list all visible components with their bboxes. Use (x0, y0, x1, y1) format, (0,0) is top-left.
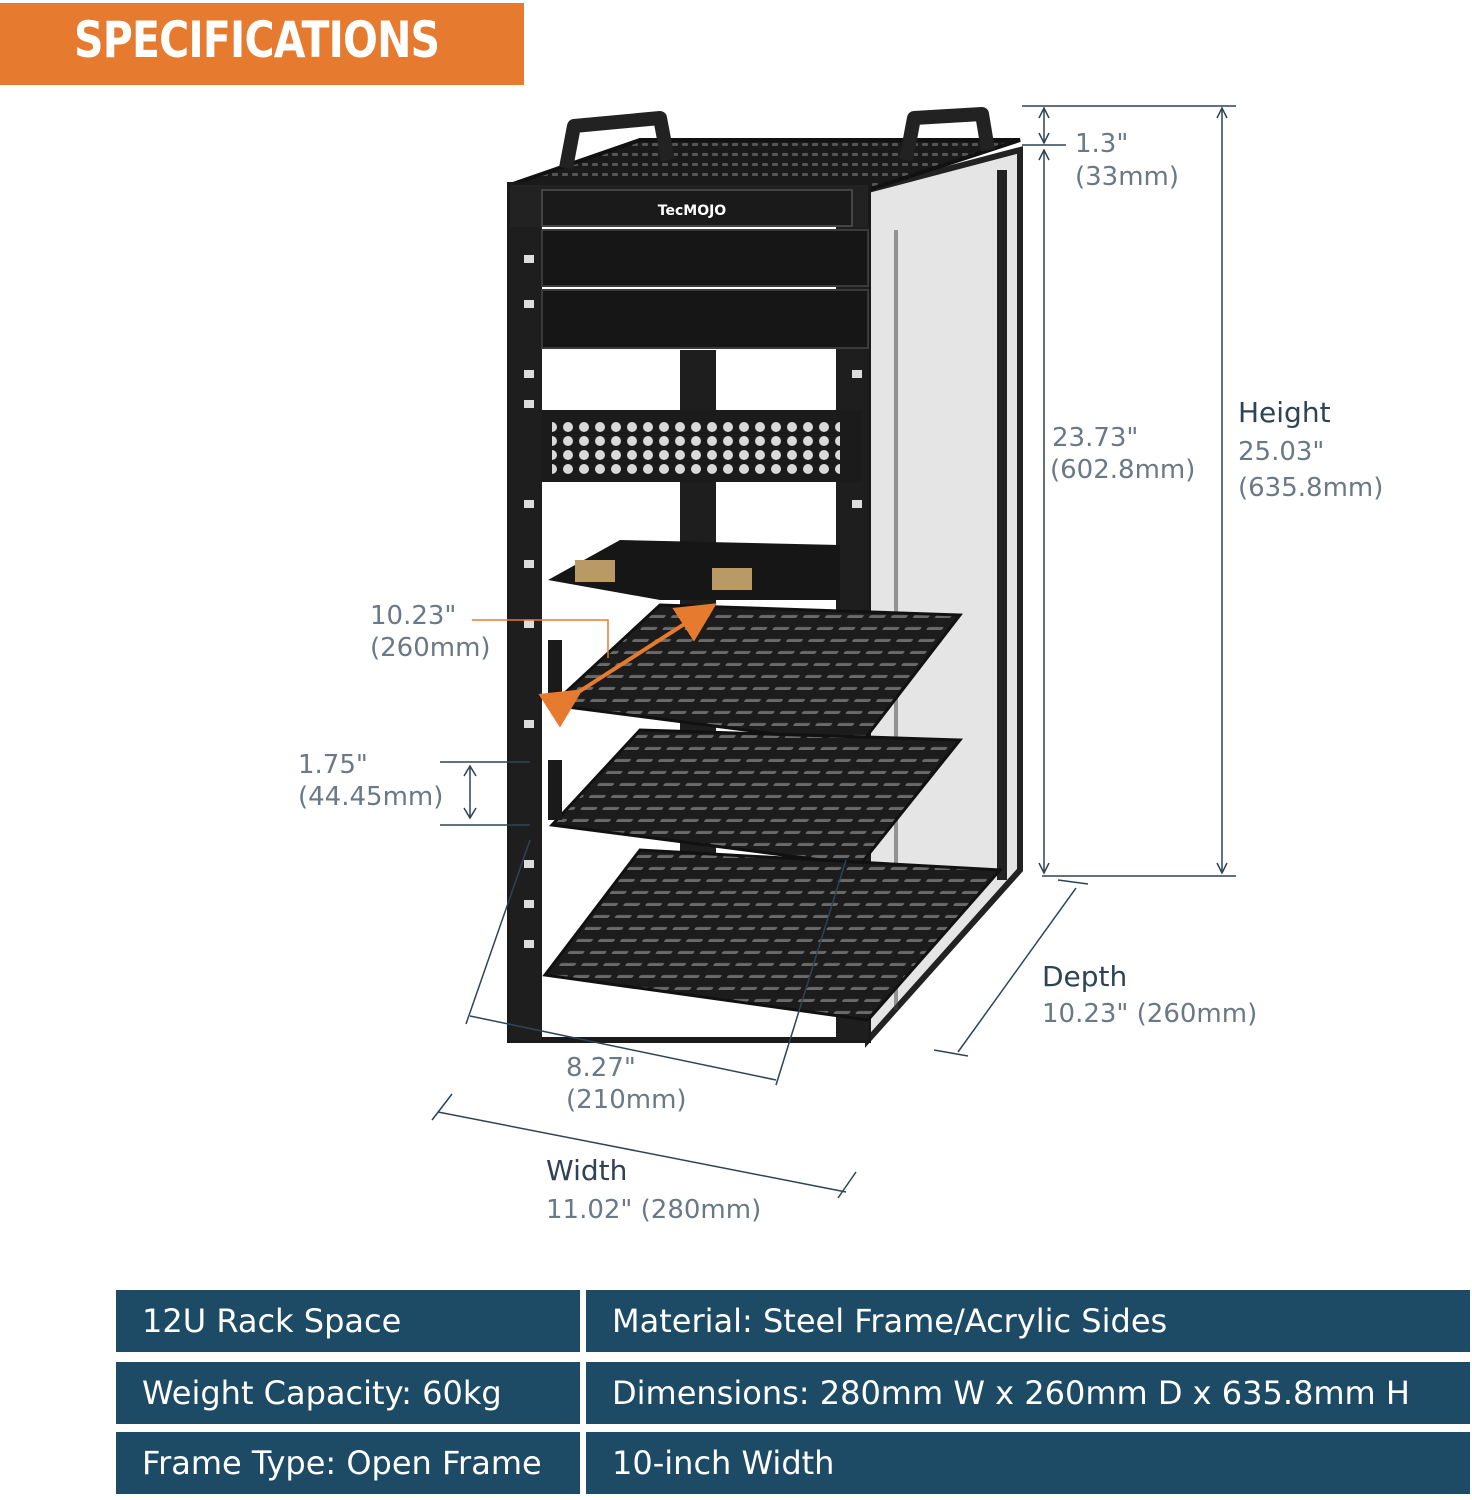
depth-value: 10.23" (260mm) (1042, 999, 1257, 1029)
inner-height-inch: 23.73" (1052, 423, 1138, 453)
inner-width-mm: (210mm) (566, 1085, 687, 1115)
shelf-depth-arrow (472, 603, 717, 728)
spec-width: 10-inch Width (586, 1432, 1470, 1494)
width-dimension-line (431, 1093, 857, 1199)
rack-diagram: TecMOJO 10.23" (260mm) (298, 105, 1383, 1225)
brand-panel: TecMOJO (541, 189, 853, 227)
rack-unit-mm: (44.45mm) (298, 782, 443, 812)
spec-row: Frame Type: Open Frame 10-inch Width (116, 1432, 1470, 1494)
spec-row: Weight Capacity: 60kg Dimensions: 280mm … (116, 1362, 1470, 1424)
shelf-bottom (542, 848, 1004, 1022)
inner-height-mm: (602.8mm) (1050, 455, 1195, 485)
height-inch: 25.03" (1238, 437, 1324, 467)
inner-width-dimension-line (465, 839, 847, 1086)
rack-unit-marker (440, 761, 530, 826)
spec-material: Material: Steel Frame/Acrylic Sides (586, 1290, 1470, 1352)
shelf-depth-inch: 10.23" (370, 601, 456, 631)
header-banner: SPECIFICATIONS (0, 3, 524, 85)
inner-width-inch: 8.27" (566, 1053, 636, 1083)
carry-handles (559, 107, 995, 170)
spec-dimensions: Dimensions: 280mm W x 260mm D x 635.8mm … (586, 1362, 1470, 1424)
height-dimension-lines (1022, 105, 1236, 877)
shelf-lower (548, 728, 964, 867)
rack-unit-inch: 1.75" (298, 750, 368, 780)
depth-label: Depth (1042, 960, 1127, 993)
shelf-depth-mm: (260mm) (370, 633, 491, 663)
spec-row: 12U Rack Space Material: Steel Frame/Acr… (116, 1290, 1470, 1352)
spec-weight-capacity: Weight Capacity: 60kg (116, 1362, 580, 1424)
shelf-top (548, 540, 840, 600)
width-label: Width (546, 1154, 627, 1187)
top-gap-inch: 1.3" (1075, 129, 1128, 159)
height-mm: (635.8mm) (1238, 473, 1383, 503)
top-gap-mm: (33mm) (1075, 162, 1179, 192)
depth-dimension-line (933, 879, 1089, 1057)
height-label: Height (1238, 396, 1331, 429)
width-value: 11.02" (280mm) (546, 1195, 761, 1225)
page-title: SPECIFICATIONS (74, 11, 440, 69)
brand-logo: TecMOJO (658, 203, 727, 219)
vent-panel (542, 410, 862, 482)
blank-panels (541, 229, 869, 349)
spec-rack-space: 12U Rack Space (116, 1290, 580, 1352)
spec-frame-type: Frame Type: Open Frame (116, 1432, 580, 1494)
